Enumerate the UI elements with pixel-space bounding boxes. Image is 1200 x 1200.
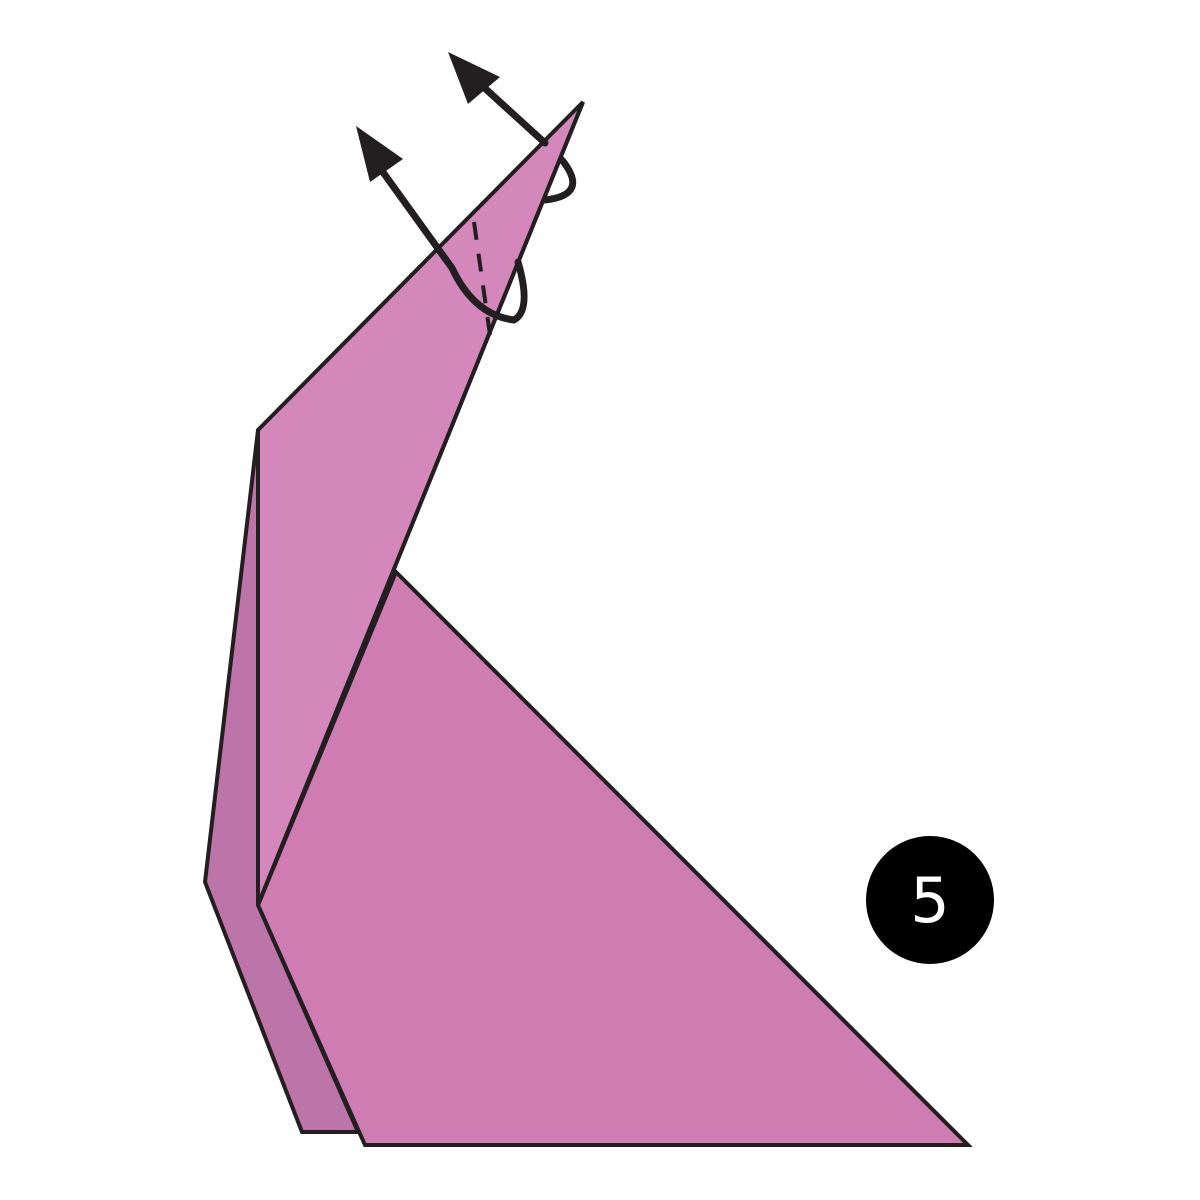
step-badge-circle xyxy=(866,836,994,964)
curved-arrow-icon xyxy=(474,78,577,204)
step-number: 5 xyxy=(910,864,949,937)
arrowhead-icon xyxy=(356,126,403,182)
body-layer xyxy=(255,568,973,1147)
curved-arrow-icon xyxy=(376,164,528,324)
arrowhead-icon xyxy=(448,52,500,104)
step-badge: 5 xyxy=(866,836,994,964)
paper-model xyxy=(202,100,973,1147)
neck-edge xyxy=(256,101,585,906)
fold-arrows xyxy=(356,52,577,324)
